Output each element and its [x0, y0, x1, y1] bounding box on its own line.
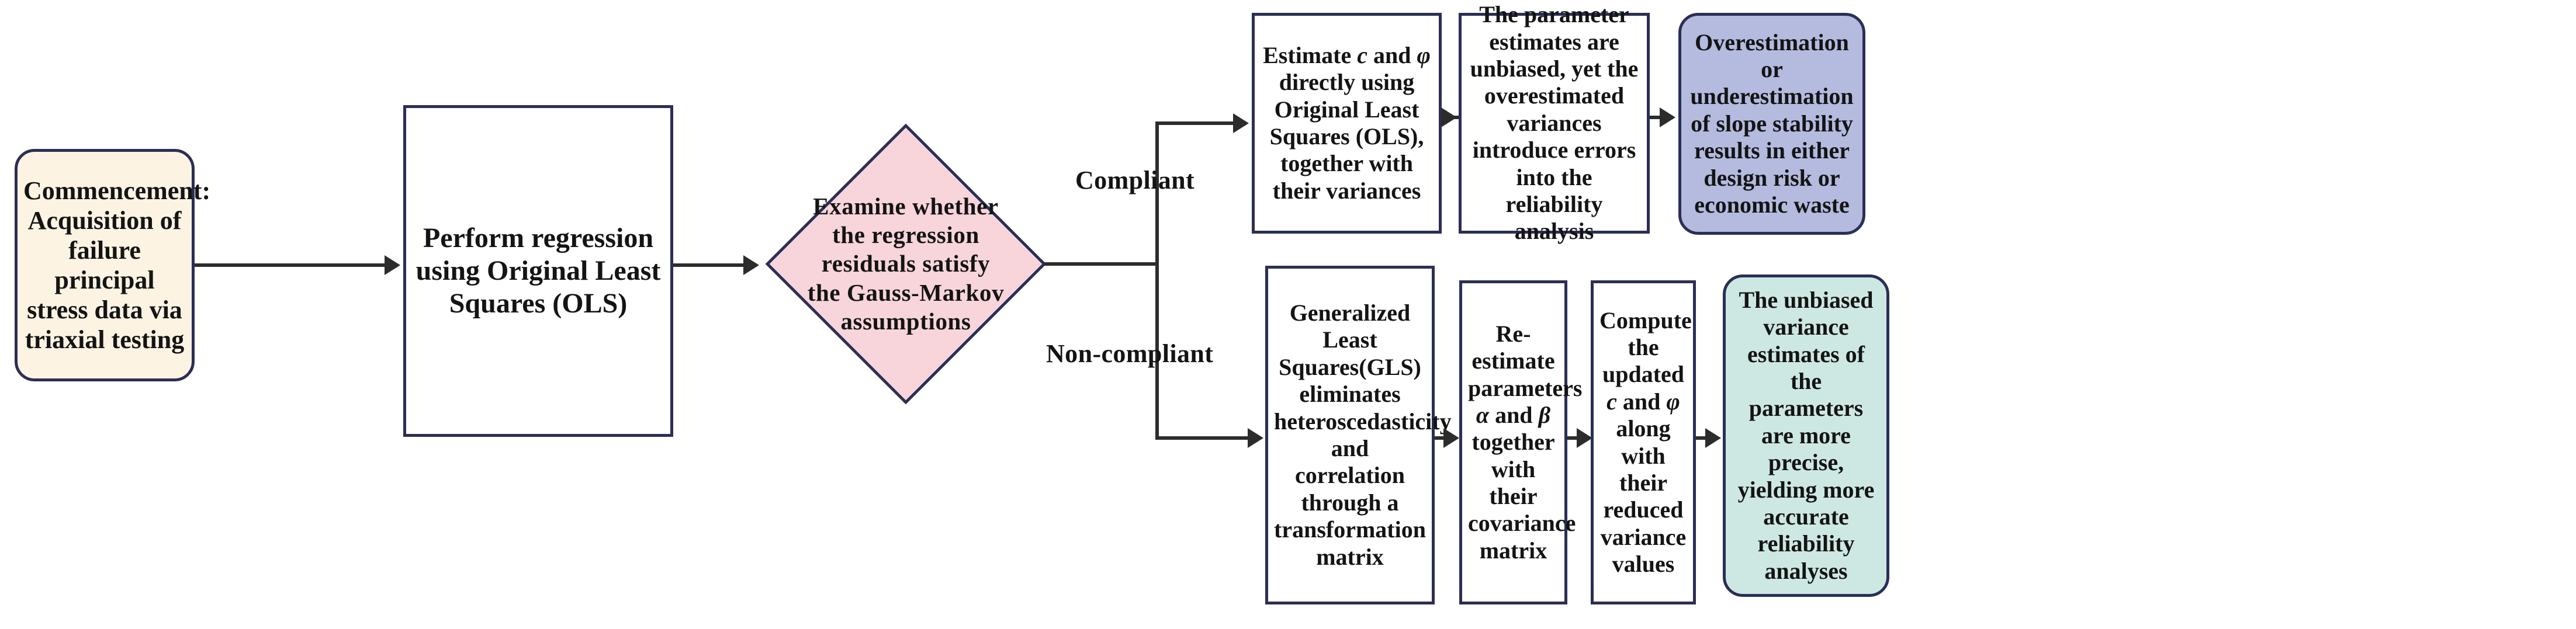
edge-label-compliant: Compliant	[1075, 166, 1195, 194]
connector-noncompliant-branch	[1155, 436, 1252, 440]
node-gls-reestimate-label: Re-estimate parameters α and β together …	[1468, 320, 1583, 564]
node-gls-compute: Compute the updated c and φ along with t…	[1591, 280, 1696, 604]
node-ols-outcome-label: Overestimation or underestimation of slo…	[1690, 29, 1854, 218]
node-gls-outcome: The unbiased variance estimates of the p…	[1723, 274, 1889, 597]
connector-decision-stem	[1044, 262, 1159, 266]
node-decision-label: Examine whether the regression residuals…	[807, 193, 1005, 335]
connector-start-to-regression	[195, 263, 387, 267]
arrowhead-start-to-regression	[385, 255, 400, 275]
node-decision: Examine whether the regression residuals…	[765, 65, 1047, 463]
arrowhead-compliant-branch	[1233, 113, 1249, 133]
node-gls-outcome-label: The unbiased variance estimates of the p…	[1737, 286, 1875, 584]
edge-label-non-compliant: Non-compliant	[1046, 339, 1214, 368]
node-gls-reestimate: Re-estimate parameters α and β together …	[1459, 280, 1583, 604]
arrowhead-gls-reestimate-to-compute	[1577, 428, 1592, 448]
node-ols-result-label: The parameter estimates are unbiased, ye…	[1470, 1, 1639, 245]
node-ols-result: The parameter estimates are unbiased, ye…	[1459, 1, 1650, 244]
node-ols-regression-label: Perform regression using Original Least …	[416, 223, 661, 319]
node-gls-transform-label: Generalized Least Squares(GLS) eliminate…	[1274, 300, 1452, 570]
connector-compliant-branch	[1155, 121, 1237, 125]
arrowhead-gls-compute-to-outcome	[1705, 428, 1721, 448]
node-gls-compute-label: Compute the updated c and φ along with t…	[1599, 307, 1692, 578]
arrowhead-regression-to-decision	[743, 255, 759, 275]
node-ols-regression: Perform regression using Original Least …	[403, 105, 673, 437]
arrowhead-ols-result-to-outcome	[1660, 107, 1675, 127]
node-start-label: Commencement: Acquisition of failure pri…	[23, 176, 211, 355]
connector-branch-trunk	[1155, 121, 1159, 440]
node-ols-outcome: Overestimation or underestimation of slo…	[1678, 13, 1865, 235]
node-gls-transform: Generalized Least Squares(GLS) eliminate…	[1265, 266, 1452, 604]
node-start: Commencement: Acquisition of failure pri…	[15, 149, 211, 381]
arrowhead-ols-estimate-to-result	[1441, 107, 1457, 127]
node-ols-estimate-label: Estimate c and φ directly using Original…	[1263, 41, 1431, 204]
connector-regression-to-decision	[673, 263, 749, 267]
arrowhead-gls-transform-to-reestimate	[1443, 428, 1459, 448]
node-ols-estimate: Estimate c and φ directly using Original…	[1252, 13, 1442, 234]
arrowhead-noncompliant-branch	[1248, 428, 1263, 448]
